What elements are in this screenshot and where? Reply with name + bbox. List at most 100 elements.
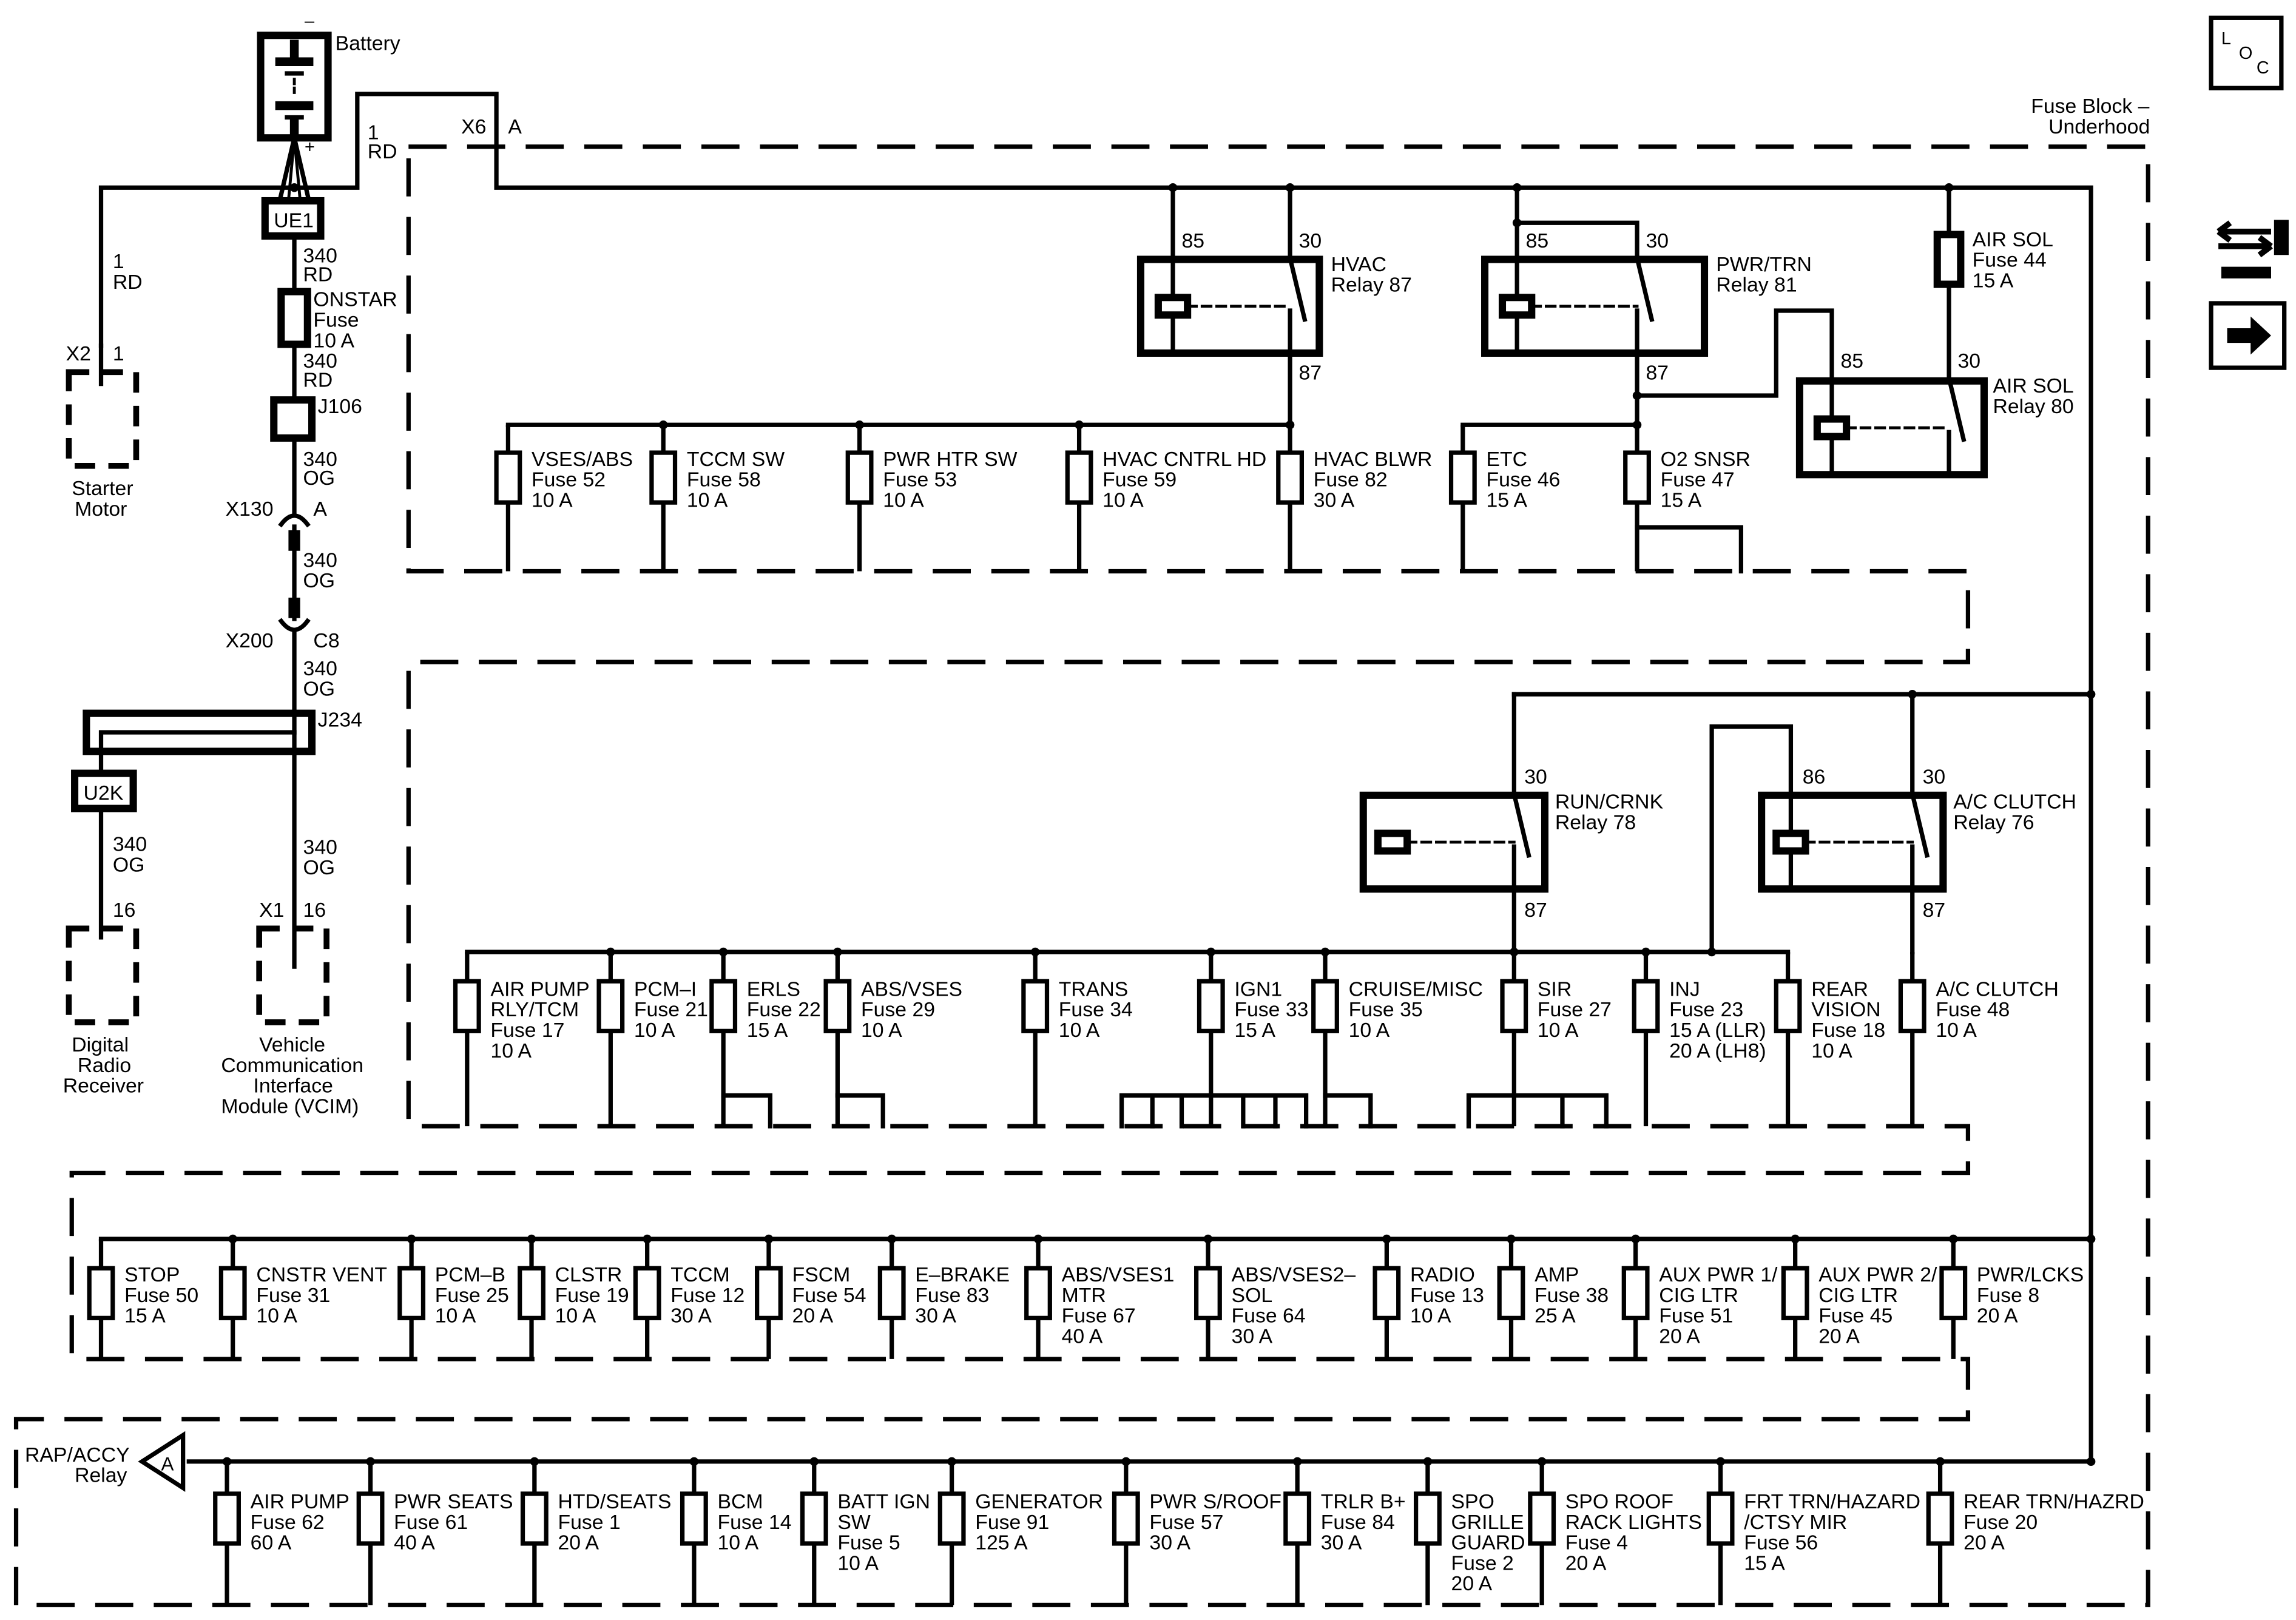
relay-air-sol[interactable] [1635, 185, 1988, 479]
fuse[interactable] [1283, 1491, 1312, 1546]
fuse[interactable] [1926, 1491, 1954, 1546]
fuse[interactable] [1898, 979, 1926, 1033]
fuse[interactable] [453, 979, 481, 1033]
fuse-block-l2: Underhood [2048, 115, 2150, 138]
onstar-fuse[interactable] [277, 288, 311, 348]
fuse-label-l3: 20 A [1977, 1304, 2018, 1328]
fuse[interactable] [1311, 979, 1339, 1033]
fuse[interactable] [845, 450, 874, 505]
fuse[interactable] [1781, 1266, 1809, 1320]
fuse-label-l2: Fuse 62 [251, 1511, 325, 1534]
next-arrow-icon[interactable] [2209, 301, 2287, 370]
fuse[interactable] [649, 450, 678, 505]
fuse[interactable] [596, 979, 625, 1033]
fuse[interactable] [1621, 1266, 1650, 1320]
fuse[interactable] [1276, 450, 1305, 505]
fuse-label-l2: Fuse 8 [1977, 1284, 2039, 1307]
loc-icon[interactable]: L O C [2209, 15, 2284, 90]
hvac-relay-pin30: 30 [1299, 229, 1322, 252]
fuse[interactable] [518, 1266, 545, 1320]
fuse-label-l3: 10 A [1059, 1019, 1100, 1042]
junction-dot [1320, 947, 1330, 957]
fuse[interactable] [633, 1266, 661, 1320]
fuse[interactable] [1500, 979, 1528, 1033]
fuse[interactable] [937, 1491, 966, 1546]
fuse-label-l3: Fuse 51 [1659, 1304, 1733, 1328]
fuse-label-l1: AUX PWR 2/ [1818, 1263, 1937, 1286]
relay-ac-clutch[interactable] [1709, 692, 1947, 954]
fuse[interactable] [1414, 1491, 1442, 1546]
drr-l1: Digital [72, 1033, 129, 1056]
relay-pwr-trn[interactable] [1481, 185, 1709, 427]
fuse-label-l2: Fuse 21 [634, 998, 708, 1021]
fuse-label-l1: ABS/VSES1 [1062, 1263, 1175, 1286]
fuse[interactable] [1632, 979, 1660, 1033]
junction-dot [1285, 420, 1295, 430]
junction-dot [606, 947, 615, 957]
relay-run-crnk[interactable] [1359, 692, 1549, 954]
onstar-w4-color: OG [303, 569, 336, 592]
hvac-relay-num: Relay 87 [1331, 274, 1412, 297]
fuse[interactable] [87, 1266, 115, 1320]
junction-dot [1791, 1234, 1800, 1244]
rap-relay-ref: A [161, 1453, 174, 1474]
fuse[interactable] [1024, 1266, 1052, 1320]
fuse-label-l4: 20 A (LH8) [1669, 1039, 1766, 1062]
fuse-block-outline [13, 144, 2150, 1607]
connector-tools-icon[interactable] [2217, 220, 2289, 278]
fuse[interactable] [1623, 450, 1651, 505]
fuse-label-l4: 15 A [1744, 1551, 1785, 1574]
fuse[interactable] [1497, 1266, 1525, 1320]
fuse[interactable] [1448, 450, 1477, 505]
air-sol-fuse-44[interactable] [1933, 231, 1965, 288]
fuse[interactable] [397, 1266, 426, 1320]
fuse[interactable] [213, 1491, 241, 1546]
fuse[interactable] [218, 1266, 247, 1320]
junction-dot [764, 1234, 774, 1244]
fuse-label-l2: Fuse 31 [256, 1284, 330, 1307]
junction-dot [1382, 1234, 1391, 1244]
fuse[interactable] [1373, 1266, 1401, 1320]
fuse[interactable] [877, 1266, 906, 1320]
runcrnk-relay-num: Relay 78 [1555, 811, 1636, 834]
rap-relay-l2: Relay [75, 1464, 127, 1487]
vcim-box[interactable] [256, 925, 329, 1025]
fuse-label-l3: 10 A [1538, 1019, 1579, 1042]
fuse-label-l3: 10 A [883, 488, 924, 511]
fuse-label-l3: 10 A [718, 1531, 759, 1554]
fuse-label-l1: AMP [1535, 1263, 1579, 1286]
fuse[interactable] [680, 1491, 708, 1546]
fuse-label-l3: 10 A [435, 1304, 476, 1328]
fuse[interactable] [1194, 1266, 1222, 1320]
fuse[interactable] [1706, 1491, 1735, 1546]
fuse[interactable] [520, 1491, 549, 1546]
fuse-label-l3: 10 A [861, 1019, 902, 1042]
fuse[interactable] [709, 979, 738, 1033]
fuse[interactable] [494, 450, 522, 505]
relay-hvac[interactable] [1136, 185, 1323, 427]
starter-motor-box[interactable] [66, 369, 140, 469]
fuse[interactable] [1021, 979, 1050, 1033]
fuse[interactable] [1939, 1266, 1968, 1320]
digital-radio-receiver-box[interactable] [66, 925, 140, 1025]
fuse-label-l1: PWR S/ROOF [1149, 1490, 1281, 1513]
fuse[interactable] [1774, 979, 1802, 1033]
fuse-label-l1: IGN1 [1234, 977, 1282, 1001]
fuse-label-l1: HTD/SEATS [558, 1490, 671, 1513]
fuse[interactable] [823, 979, 852, 1033]
fuse[interactable] [1197, 979, 1225, 1033]
fuse-label-l2: Fuse 13 [1410, 1284, 1484, 1307]
fuse-label-l2: Fuse 53 [883, 468, 957, 491]
acclutch-relay-num: Relay 76 [1953, 811, 2034, 834]
junction-dot [718, 947, 728, 957]
onstar-w5-color: OG [303, 678, 336, 701]
fuse[interactable] [755, 1266, 783, 1320]
fuse[interactable] [1528, 1491, 1556, 1546]
fuse-label-l3: 10 A [555, 1304, 596, 1328]
fuse[interactable] [800, 1491, 828, 1546]
onstar-fuse-l2: Fuse [313, 309, 359, 332]
fuse[interactable] [356, 1491, 385, 1546]
rap-accy-relay-arrow[interactable] [138, 1431, 186, 1492]
fuse[interactable] [1112, 1491, 1140, 1546]
fuse[interactable] [1065, 450, 1093, 505]
